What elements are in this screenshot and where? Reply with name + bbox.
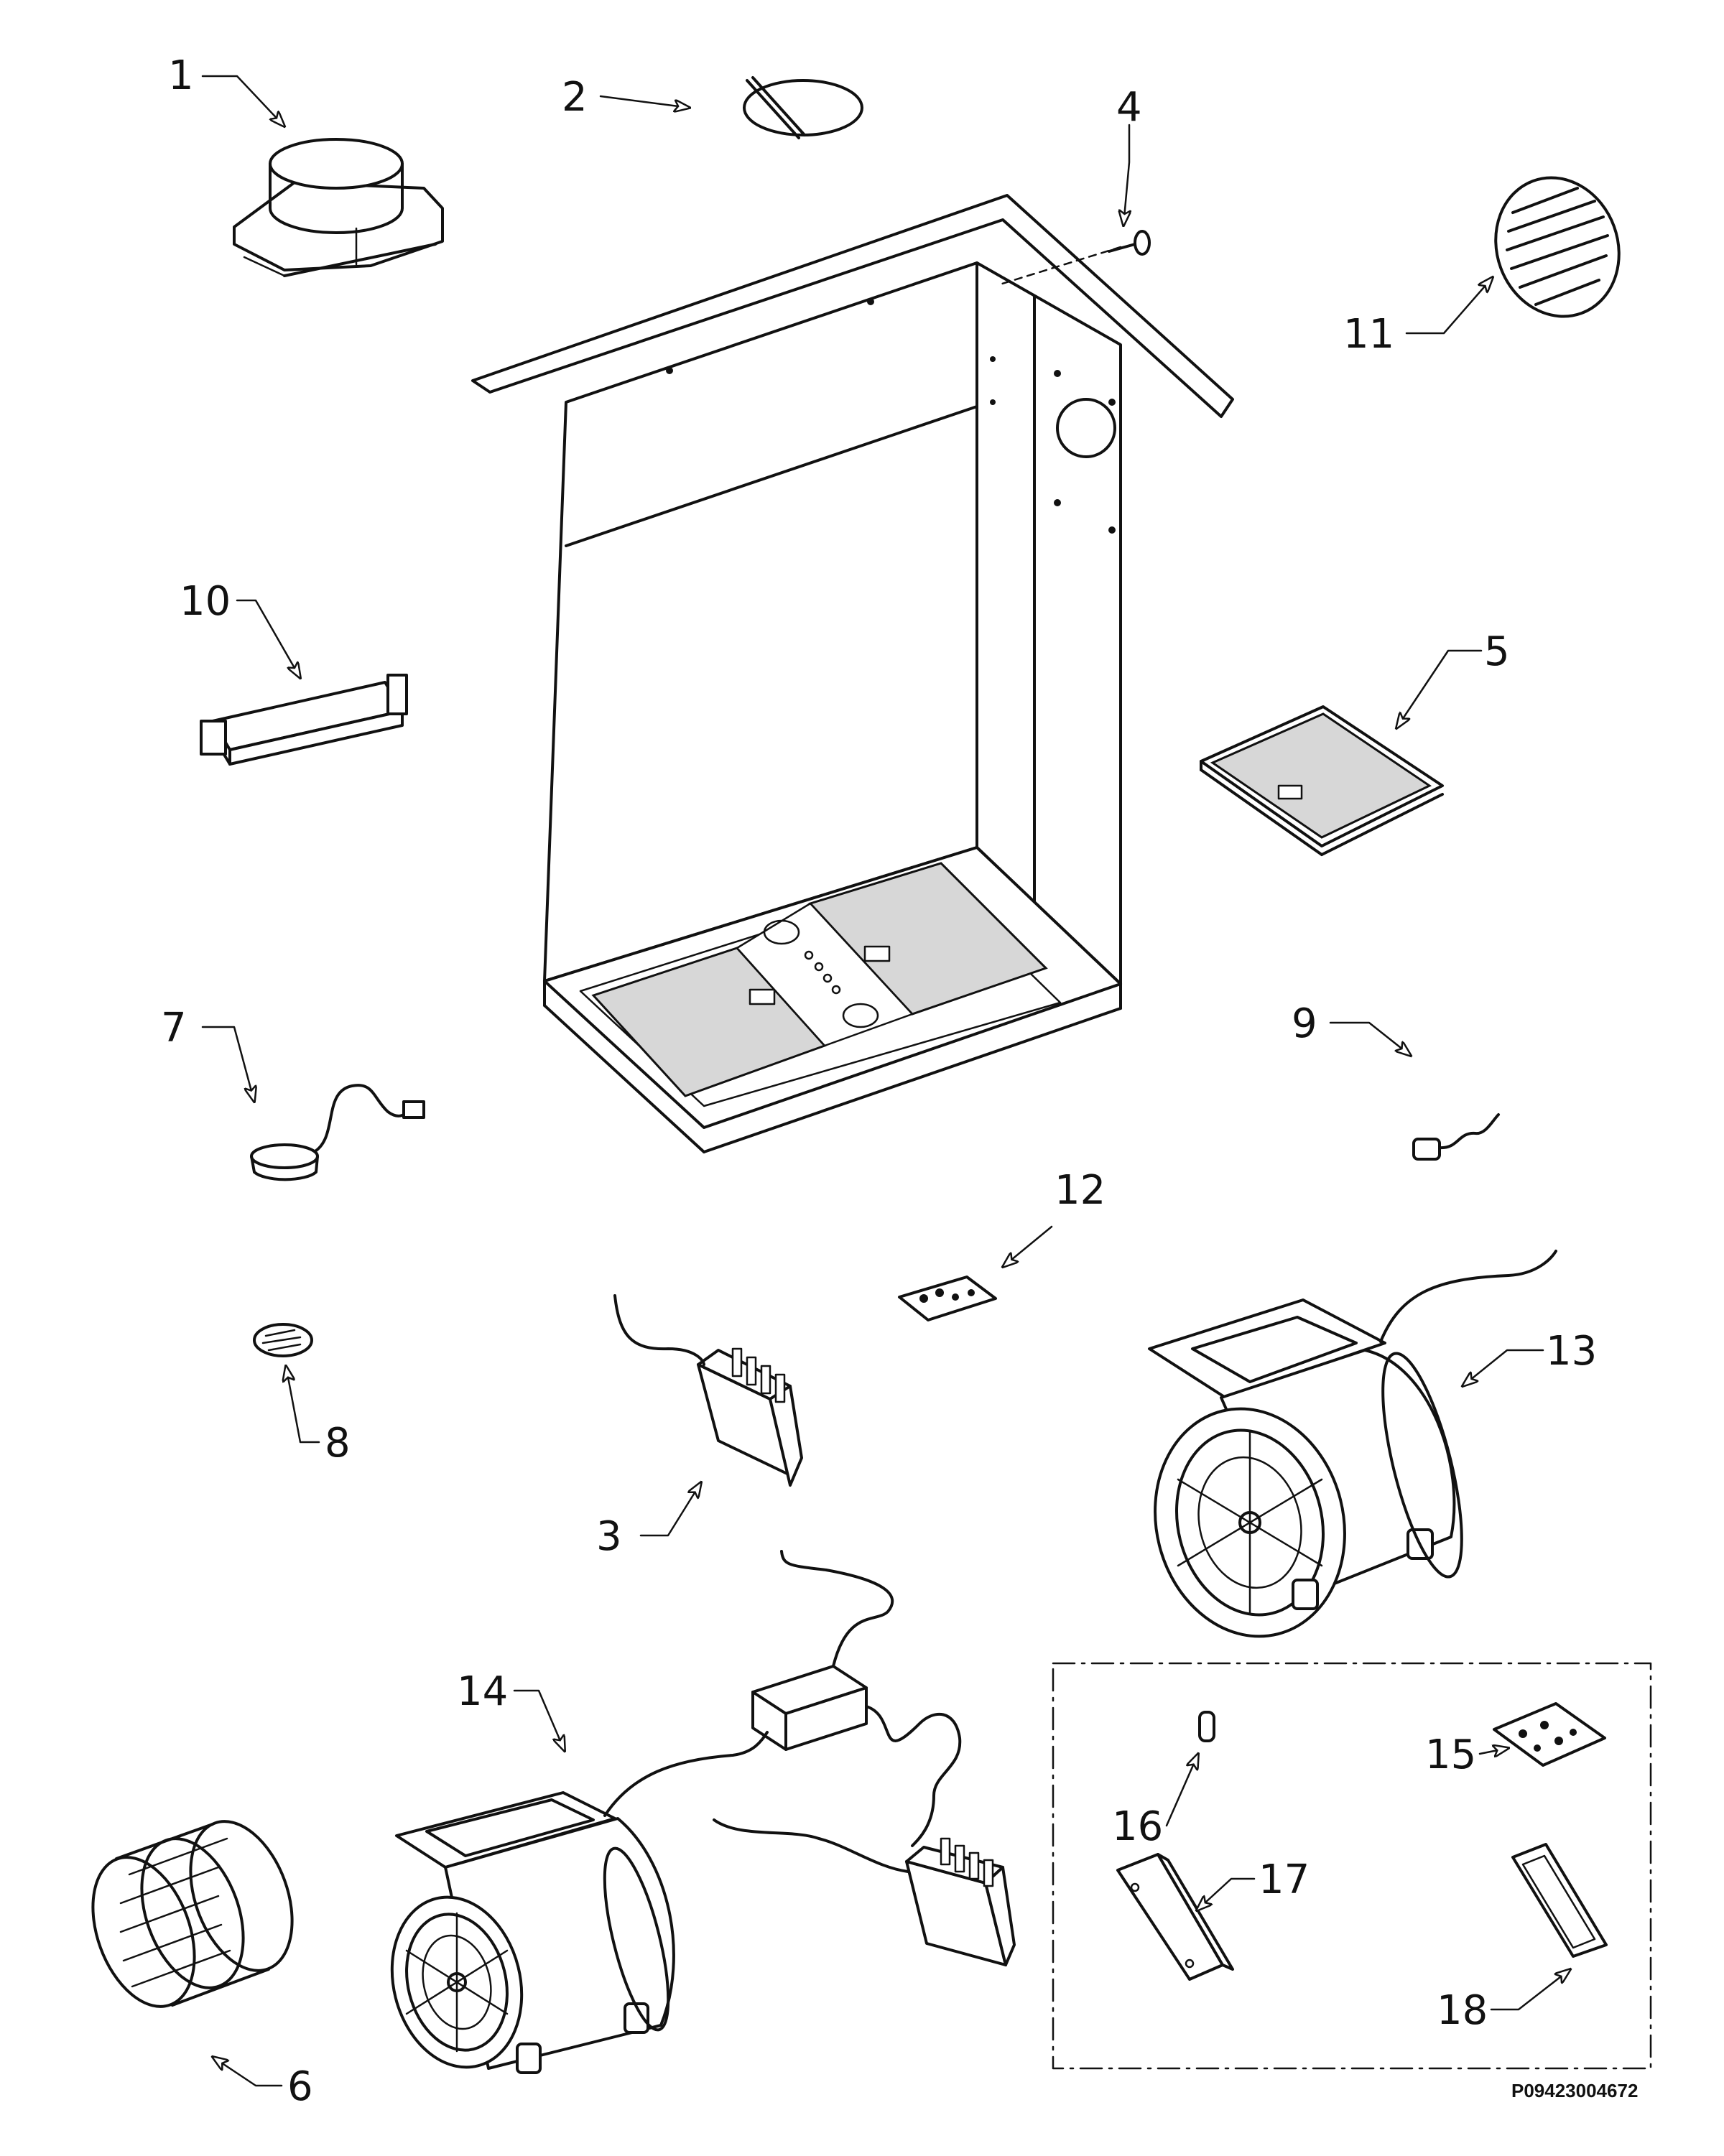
callout-15: 15: [1425, 1732, 1476, 1778]
part-2-backdraft-flap: [743, 76, 863, 139]
part-6-fan-wheel: [91, 1820, 294, 2008]
callout-14: 14: [457, 1668, 508, 1715]
part-12-pcb: [898, 1276, 997, 1321]
part-11-round-grille: [1494, 176, 1621, 318]
callout-leaders: [201, 75, 1570, 2087]
part-4-screw: [998, 230, 1151, 286]
part-14-blower-motor-assembly: [390, 1550, 1016, 2074]
callout-9: 9: [1292, 1000, 1317, 1047]
callout-labels: 1 2 4 11 10 5 7 9 12 8 3 13 14 6 15 16 1…: [161, 52, 1638, 2110]
kit-box: [1052, 1662, 1652, 2070]
part-1-outlet-adapter: [233, 138, 444, 277]
part-10-transformer: [200, 674, 408, 766]
callout-8: 8: [325, 1420, 351, 1467]
callout-6: 6: [287, 2063, 313, 2110]
diagram-code: P09423004672: [1511, 2080, 1638, 2101]
part-7-lamp: [250, 1084, 425, 1181]
part-8-small-grille: [253, 1323, 313, 1357]
callout-11: 11: [1343, 311, 1394, 358]
callout-16: 16: [1112, 1803, 1163, 1850]
callout-2: 2: [562, 74, 588, 121]
callout-1: 1: [168, 52, 194, 99]
part-9-lamp-bulb: [1412, 1113, 1500, 1161]
part-5-grease-filter: [1200, 705, 1444, 856]
callout-18: 18: [1437, 1987, 1488, 2034]
callout-13: 13: [1546, 1328, 1597, 1375]
part-3-switch-board: [613, 1294, 803, 1487]
callout-17: 17: [1259, 1857, 1310, 1903]
callout-12: 12: [1055, 1167, 1106, 1214]
part-13-blower-motor: [1148, 1250, 1557, 1638]
callout-10: 10: [180, 578, 231, 625]
callout-3: 3: [596, 1513, 622, 1560]
callout-5: 5: [1484, 628, 1510, 675]
callout-7: 7: [161, 1005, 187, 1051]
hood-body: [471, 194, 1234, 1153]
callout-4: 4: [1116, 84, 1142, 131]
